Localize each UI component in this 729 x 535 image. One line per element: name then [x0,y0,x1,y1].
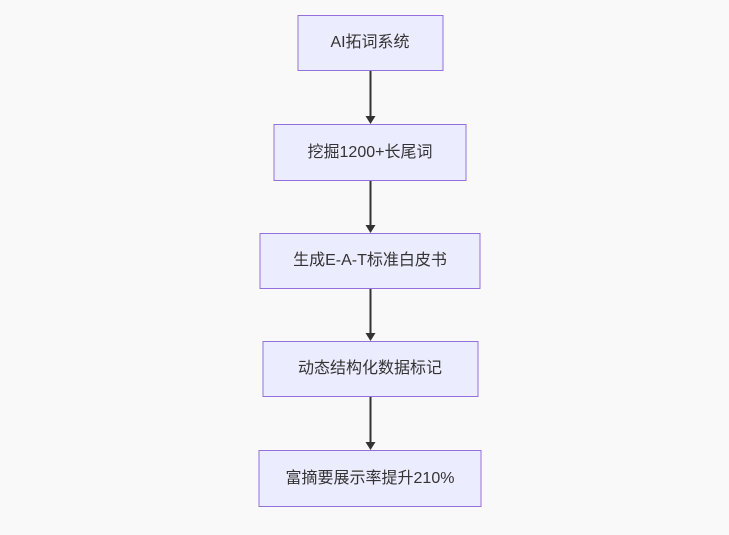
arrow-head-icon [365,225,375,233]
flow-node-longtail-mining: 挖掘1200+长尾词 [273,124,467,181]
flowchart: AI拓词系统 挖掘1200+长尾词 生成E-A-T标准白皮书 动态结构化数据标记 [258,15,482,507]
node-label: 挖掘1200+长尾词 [307,143,433,161]
flow-node-structured-data-markup: 动态结构化数据标记 [262,341,478,397]
arrow-line [369,289,371,333]
arrow-head-icon [365,333,375,341]
flow-node-ai-keyword-system: AI拓词系统 [297,15,443,71]
flow-node-eat-whitepaper: 生成E-A-T标准白皮书 [259,233,481,289]
node-label: 富摘要展示率提升210% [285,469,455,487]
arrow-down-connector [364,71,376,124]
arrow-head-icon [365,442,375,450]
arrow-down-connector [364,181,376,233]
flow-node-rich-snippet-result: 富摘要展示率提升210% [258,450,482,507]
node-label: 动态结构化数据标记 [297,360,442,378]
arrow-head-icon [365,116,375,124]
arrow-down-connector [364,289,376,341]
arrow-down-connector [364,397,376,450]
arrow-line [369,181,371,225]
arrow-line [369,397,371,442]
node-label: 生成E-A-T标准白皮书 [293,252,447,270]
node-label: AI拓词系统 [330,34,410,52]
arrow-line [369,71,371,116]
